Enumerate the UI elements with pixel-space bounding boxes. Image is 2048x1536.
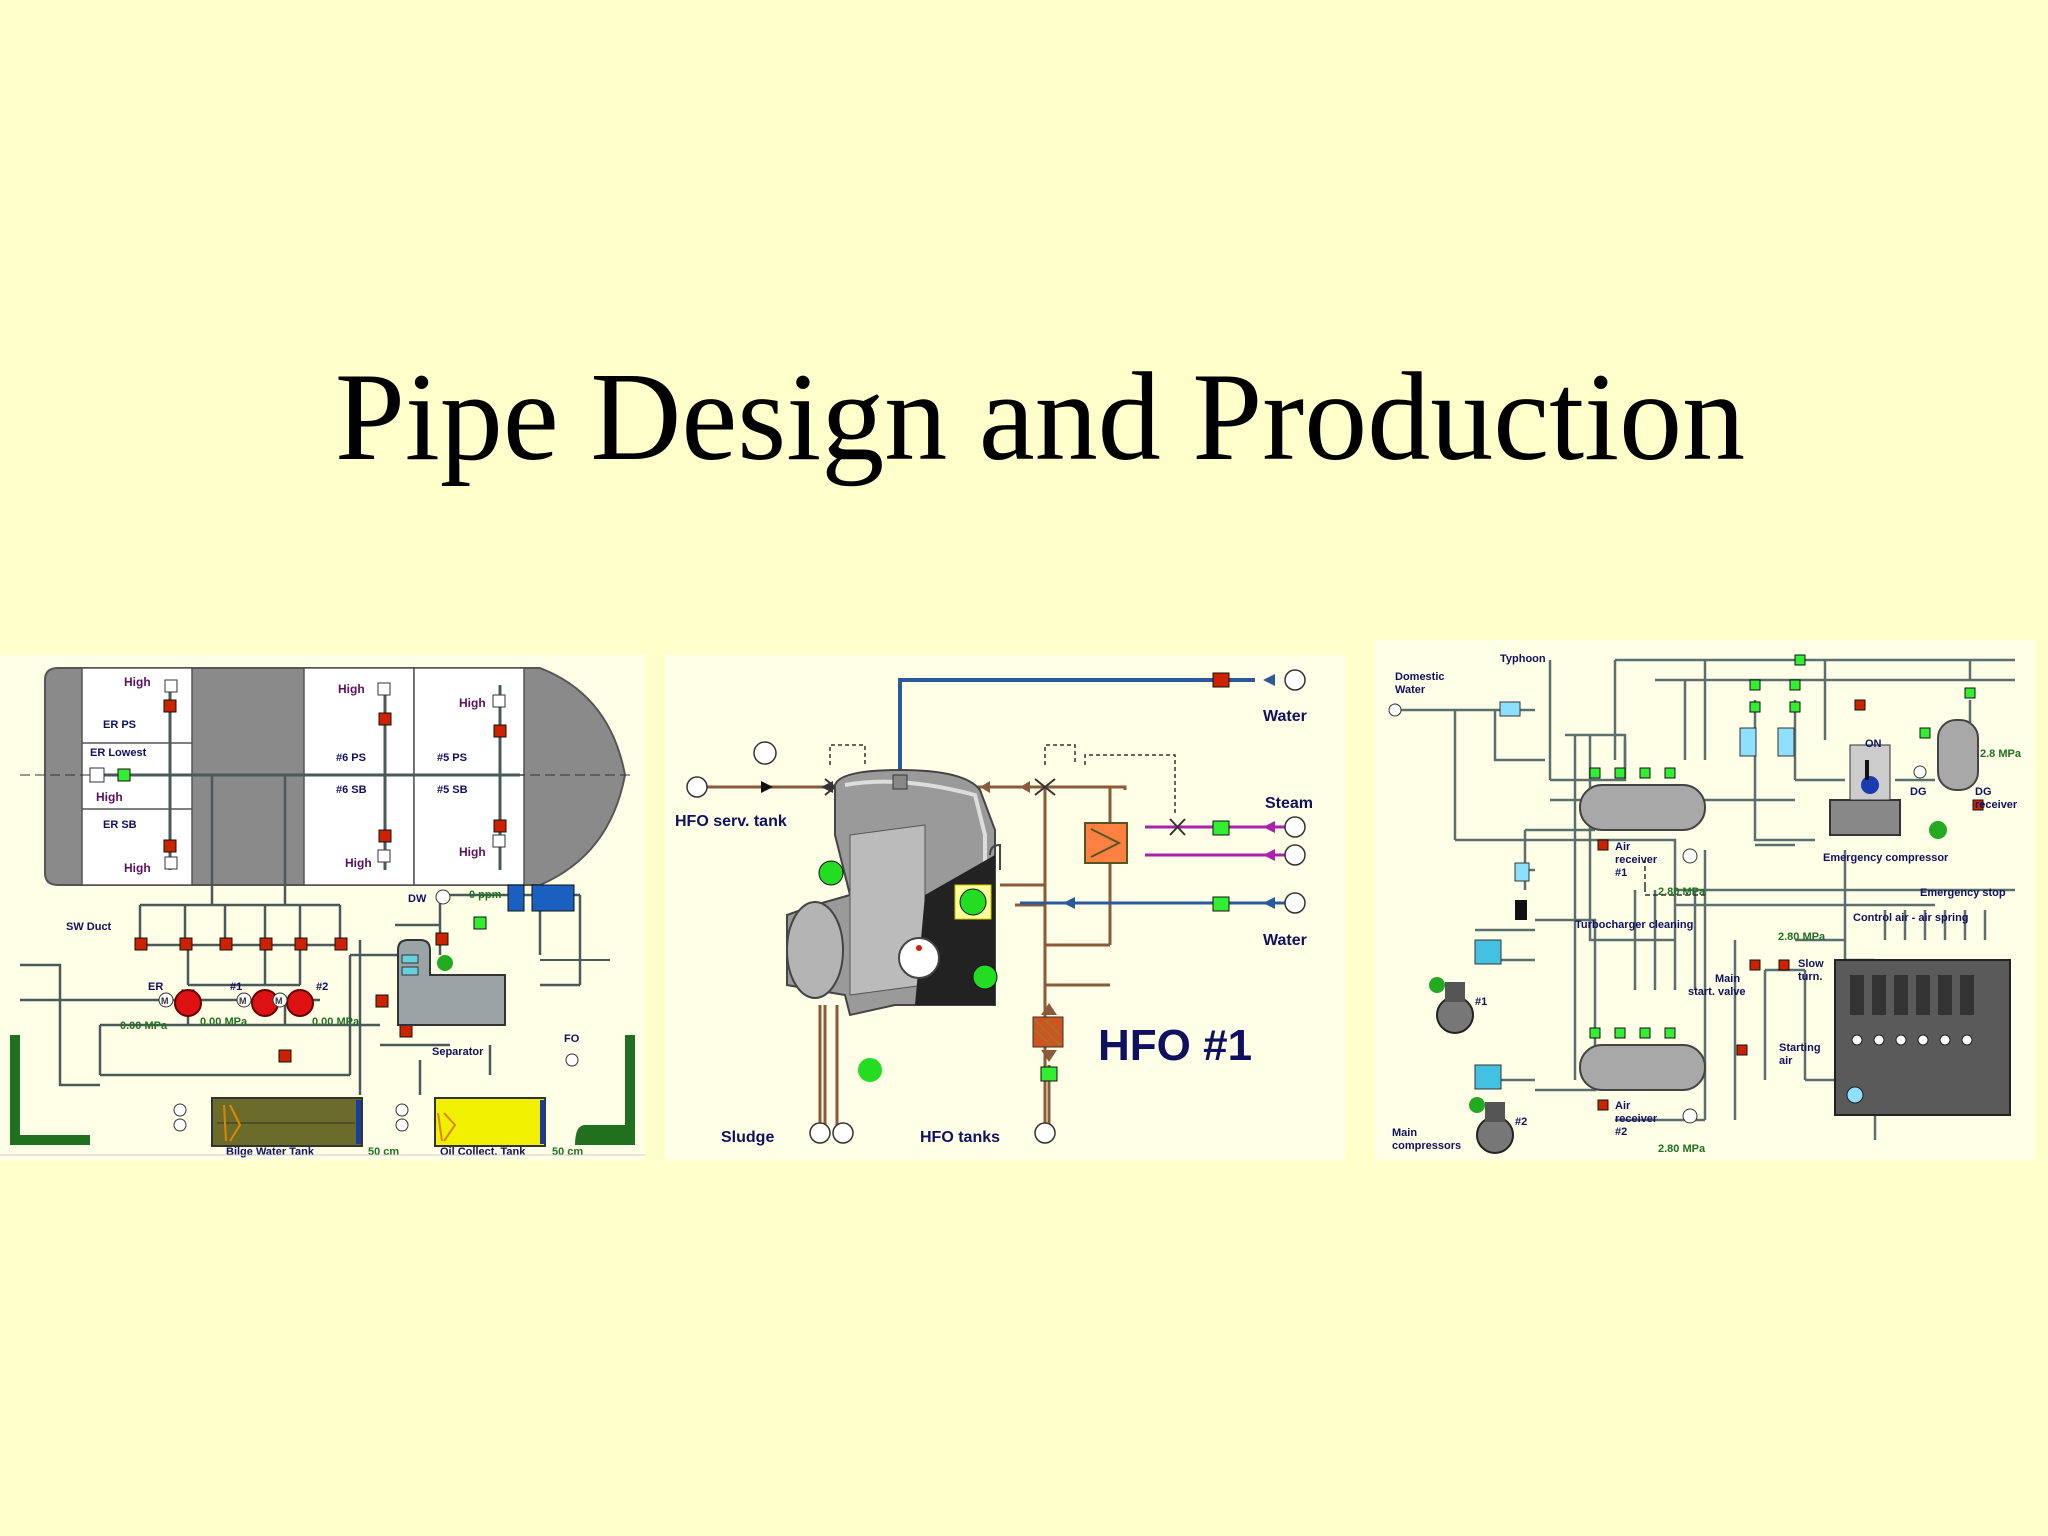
starting-air-diagram: Domestic Water Typhoon ON DG DG receiver… bbox=[1375, 640, 2035, 1160]
pump-label: ER bbox=[148, 981, 163, 993]
bilge-tank-label: Bilge Water Tank bbox=[226, 1146, 315, 1158]
air-receiver-1-label: #1 bbox=[1615, 867, 1627, 879]
bilge-water-tank bbox=[211, 1097, 363, 1147]
motor-label: M bbox=[275, 996, 283, 1006]
air-receiver-1-pressure: 2.80 MPa bbox=[1658, 886, 1706, 898]
starting-air-label: Starting bbox=[1779, 1042, 1821, 1054]
air-receiver-1-label: receiver bbox=[1615, 854, 1658, 866]
pump-label: #1 bbox=[230, 981, 242, 993]
main-start-valve-label: Main bbox=[1715, 973, 1740, 985]
dg-receiver-pressure: 2.8 MPa bbox=[1980, 748, 2022, 760]
sludge-filter bbox=[1032, 1016, 1064, 1048]
emergency-compressor-switch-label: ON bbox=[1865, 738, 1882, 750]
air-receiver-1-label: Air bbox=[1615, 841, 1631, 853]
slow-turning-label: Slow bbox=[1798, 958, 1824, 970]
emergency-stop-label: Emergency stop bbox=[1920, 887, 2006, 899]
compartment-label: ER PS bbox=[103, 719, 136, 731]
main-compressor-1 bbox=[1436, 996, 1474, 1034]
air-receiver-2 bbox=[1579, 1044, 1706, 1091]
separator-label: Separator bbox=[432, 1046, 484, 1058]
pressure-readout: 0.00 MPa bbox=[312, 1016, 360, 1028]
air-receiver-2-pressure: 2.80 MPa bbox=[1658, 1143, 1706, 1155]
pressure-readout: 0.00 MPa bbox=[200, 1016, 248, 1028]
fo-label: FO bbox=[564, 1033, 580, 1045]
emergency-compressor-label: Emergency compressor bbox=[1823, 852, 1949, 864]
dg-receiver bbox=[1937, 719, 1979, 791]
water-inlet-label: Water bbox=[1263, 932, 1307, 949]
level-alarm-label: High bbox=[459, 696, 486, 710]
sludge-label: Sludge bbox=[721, 1129, 774, 1146]
level-alarm-label: High bbox=[338, 682, 365, 696]
level-alarm-label: High bbox=[96, 790, 123, 804]
level-alarm-label: High bbox=[459, 845, 486, 859]
main-compressors-label: Main bbox=[1392, 1127, 1417, 1139]
pump-label: #2 bbox=[316, 981, 328, 993]
compressor-2-label: #2 bbox=[1515, 1116, 1527, 1128]
pressure-readout: 0.00 MPa bbox=[120, 1020, 168, 1032]
air-receiver-1 bbox=[1579, 784, 1706, 831]
level-alarm-label: High bbox=[124, 861, 151, 875]
control-air-label: Control air - air spring bbox=[1853, 912, 1969, 924]
air-receiver-2-label: receiver bbox=[1615, 1113, 1658, 1125]
slow-turning-label: turn. bbox=[1798, 971, 1822, 983]
hfo-separator-diagram: Water Steam Water HFO serv. tank Sludge … bbox=[665, 655, 1345, 1160]
air-receiver-2-label: #2 bbox=[1615, 1126, 1627, 1138]
steam-label: Steam bbox=[1265, 795, 1313, 812]
domestic-water-label: Domestic bbox=[1395, 671, 1445, 683]
dg-label: DG bbox=[1910, 786, 1927, 798]
domestic-water-label: Water bbox=[1395, 684, 1426, 696]
oil-tank-level: 50 cm bbox=[552, 1146, 583, 1158]
oil-ppm-readout: 0 ppm bbox=[469, 889, 502, 901]
water-outlet-label: Water bbox=[1263, 708, 1307, 725]
level-alarm-label: High bbox=[345, 856, 372, 870]
bilge-pump-er bbox=[174, 989, 202, 1017]
air-receiver-2-label: Air bbox=[1615, 1100, 1631, 1112]
motor-label: M bbox=[161, 996, 169, 1006]
oil-tank-label: Oil Collect. Tank bbox=[440, 1146, 526, 1158]
bilge-pump-2 bbox=[286, 989, 314, 1017]
main-start-valve-label: start. valve bbox=[1688, 986, 1745, 998]
dg-receiver-label: receiver bbox=[1975, 799, 2018, 811]
compressor-1-label: #1 bbox=[1475, 996, 1487, 1008]
motor-label: M bbox=[239, 996, 247, 1006]
oily-water-separator bbox=[397, 939, 506, 1026]
bilge-system-diagram: High ER PS ER Lowest High ER SB High Hig… bbox=[0, 655, 645, 1160]
compartment-label: #6 SB bbox=[336, 784, 367, 796]
hfo-tanks-label: HFO tanks bbox=[920, 1129, 1000, 1146]
dg-receiver-label: DG bbox=[1975, 786, 1992, 798]
starting-air-label: air bbox=[1779, 1055, 1793, 1067]
compartment-label: ER Lowest bbox=[90, 747, 147, 759]
start-air-pressure: 2.80 MPa bbox=[1778, 931, 1826, 943]
bilge-tank-level: 50 cm bbox=[368, 1146, 399, 1158]
compartment-label: #6 PS bbox=[336, 752, 366, 764]
compartment-label: #5 SB bbox=[437, 784, 468, 796]
typhoon-label: Typhoon bbox=[1500, 653, 1546, 665]
main-compressors-label: compressors bbox=[1392, 1140, 1461, 1152]
compartment-label: #5 PS bbox=[437, 752, 467, 764]
hfo-unit-title: HFO #1 bbox=[1098, 1021, 1252, 1070]
emergency-compressor bbox=[1829, 799, 1901, 836]
main-compressor-2 bbox=[1476, 1116, 1514, 1154]
dw-label: DW bbox=[408, 893, 427, 905]
hfo-service-tank-label: HFO serv. tank bbox=[675, 813, 787, 830]
sw-duct-label: SW Duct bbox=[66, 921, 112, 933]
compartment-label: ER SB bbox=[103, 819, 137, 831]
level-alarm-label: High bbox=[124, 675, 151, 689]
slide-title: Pipe Design and Production bbox=[334, 348, 1746, 487]
turbocharger-cleaning-label: Turbocharger cleaning bbox=[1575, 919, 1693, 931]
